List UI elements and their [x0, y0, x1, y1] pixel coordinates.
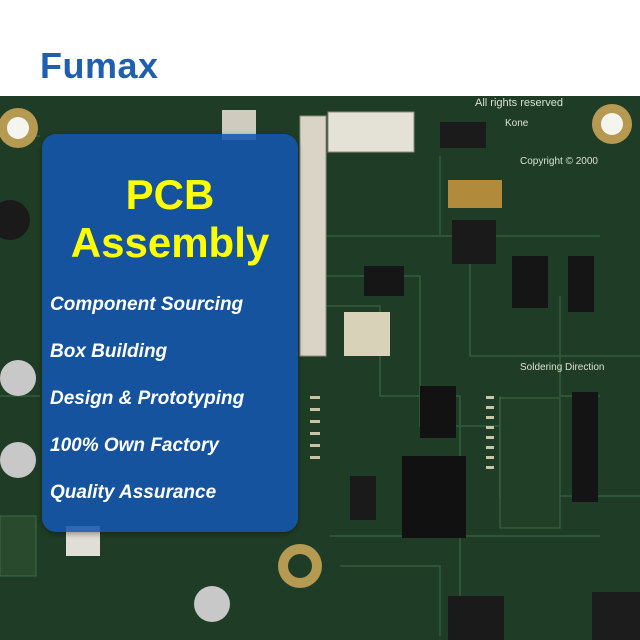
panel-title-pcb: PCB: [125, 171, 215, 218]
svg-text:Kone: Kone: [505, 118, 529, 129]
feature-quality-assurance: Quality Assurance: [50, 482, 217, 503]
feature-design-prototyping: Design & Prototyping: [50, 388, 245, 409]
header: Fumax: [0, 0, 640, 96]
feature-own-factory: 100% Own Factory: [50, 435, 219, 456]
feature-panel: PCB Assembly Component Sourcing Box Buil…: [42, 134, 298, 532]
brand-logo: Fumax: [40, 45, 159, 86]
feature-box-building: Box Building: [50, 341, 168, 362]
panel-title-assembly: Assembly: [70, 219, 270, 266]
svg-text:Copyright © 2000: Copyright © 2000: [520, 156, 598, 167]
feature-component-sourcing: Component Sourcing: [50, 294, 244, 315]
svg-text:Soldering Direction: Soldering Direction: [520, 362, 605, 373]
svg-text:All rights reserved: All rights reserved: [475, 97, 563, 109]
feature-list: Component Sourcing Box Building Design &…: [50, 294, 244, 529]
